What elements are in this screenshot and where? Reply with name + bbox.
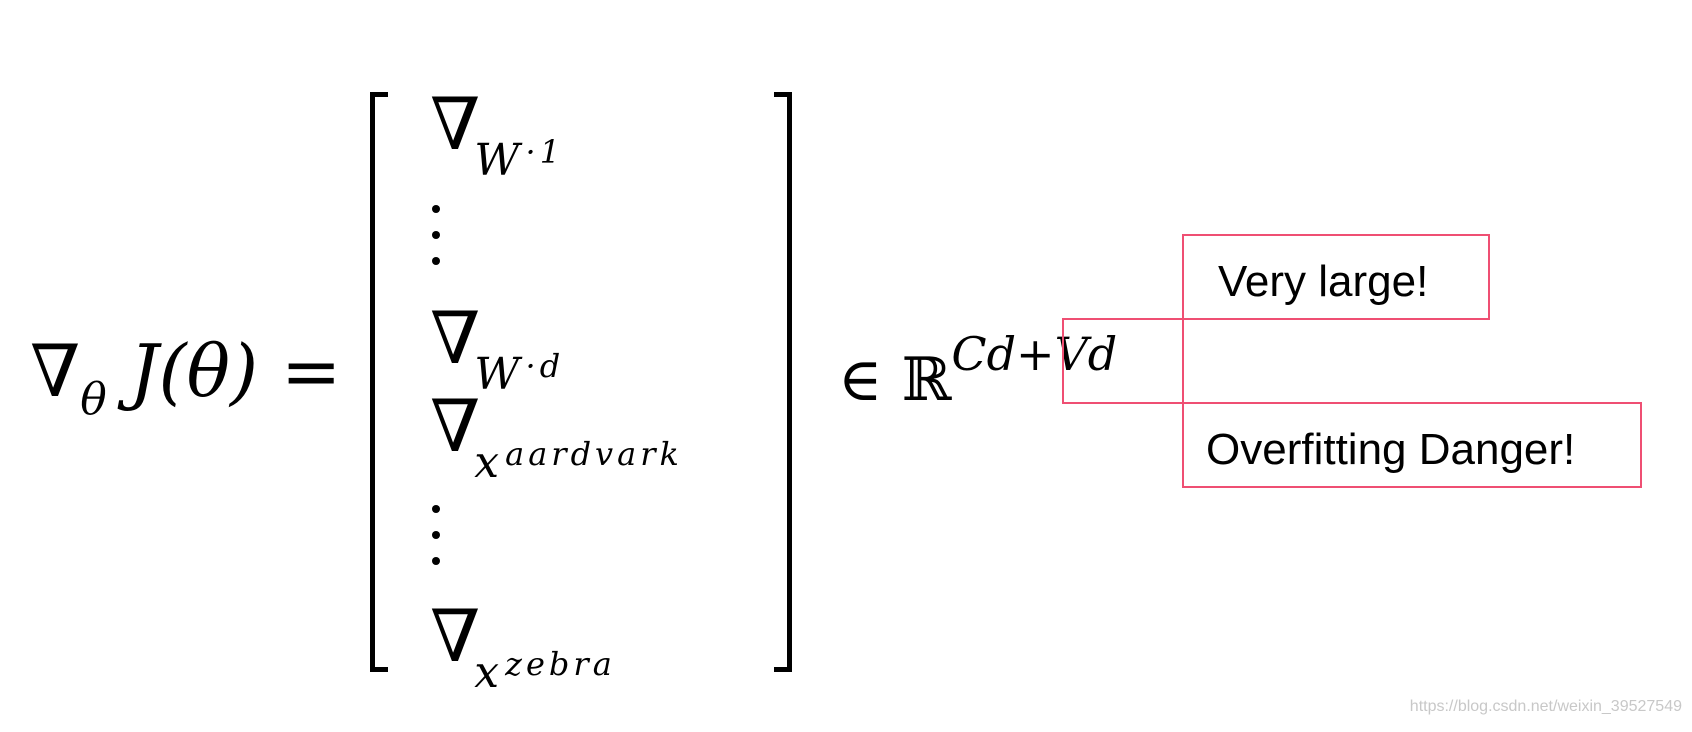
entry-subsubscript: ·d [525,347,565,385]
theta-subscript: θ [80,374,107,425]
exponent-cd: Cd+ [951,327,1055,381]
vd-highlight-box [1062,318,1184,404]
entry-subscript: x [474,647,500,698]
overfitting-label: Overfitting Danger! [1206,425,1576,474]
entry-subsubscript: ·1 [525,133,565,171]
entry-subsubscript: aardvark [505,435,683,473]
vdots-lower [432,505,442,583]
entry-subscript: x [474,437,500,488]
vdots-upper [432,205,442,283]
entry-grad-w1: ∇W·1 [430,88,564,183]
nabla-symbol: ∇ [430,296,481,380]
very-large-label: Very large! [1218,257,1429,306]
right-bracket [774,92,792,672]
nabla-symbol: ∇ [430,384,481,468]
lhs-body: J(θ) = [129,329,342,413]
entry-subscript: W [474,135,520,186]
entry-grad-wd: ∇W·d [430,302,564,397]
reals-symbol: ℝ [901,345,952,415]
entry-subscript: W [474,349,520,400]
watermark: https://blog.csdn.net/weixin_39527549 [1409,698,1682,715]
exponent-vd: Vd [1054,327,1118,381]
nabla-symbol: ∇ [430,82,481,166]
nabla-symbol: ∇ [430,594,481,678]
equation-lhs: ∇θ J(θ) = [30,335,341,422]
very-large-box [1182,234,1490,320]
equation-rhs: ∈ ℝCd+Vd [838,331,1117,410]
left-bracket [370,92,388,672]
nabla-symbol: ∇ [30,329,81,413]
overfitting-box [1182,402,1642,488]
entry-subsubscript: zebra [505,645,616,683]
element-of-symbol: ∈ [838,345,883,415]
